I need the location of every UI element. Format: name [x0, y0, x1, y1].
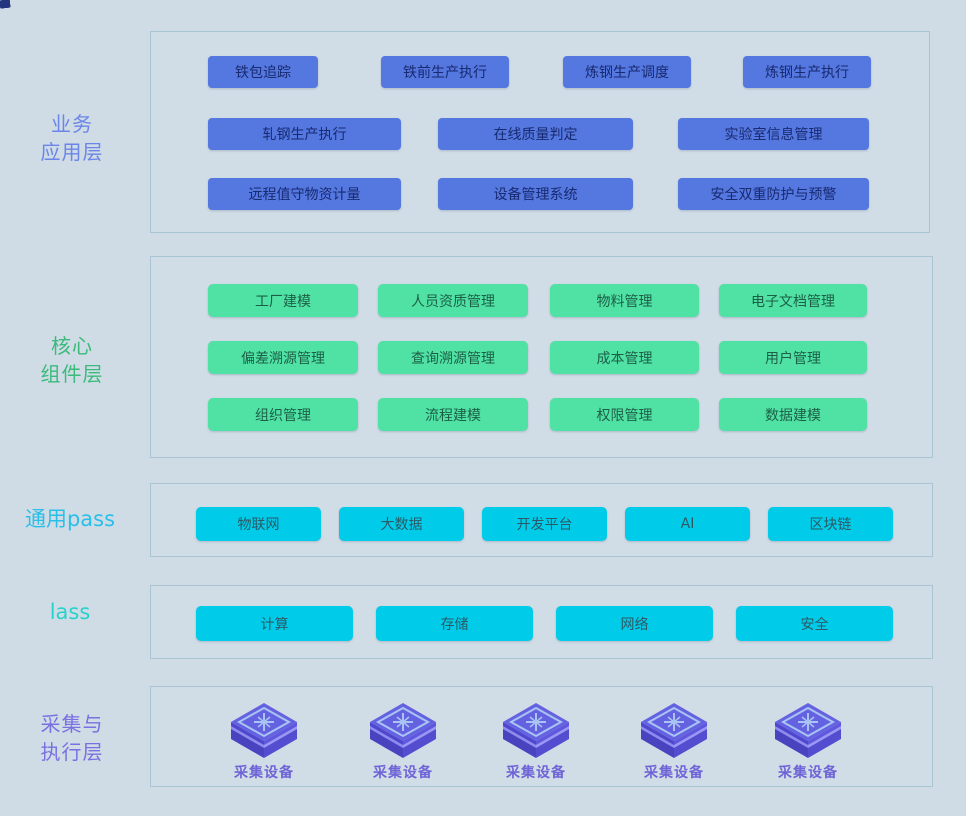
edge-decoration-mark — [0, 0, 11, 9]
business-app-chip[interactable]: 轧钢生产执行 — [208, 118, 401, 150]
paas-chip[interactable]: 区块链 — [768, 507, 893, 541]
business-app-chip[interactable]: 安全双重防护与预警 — [678, 178, 869, 210]
device-cube-icon — [231, 703, 297, 758]
paas-chip[interactable]: 物联网 — [196, 507, 321, 541]
layer-label-line: 通用pass — [24, 507, 116, 531]
iaas-chip[interactable]: 安全 — [736, 606, 893, 641]
core-component-chip[interactable]: 电子文档管理 — [719, 284, 867, 317]
paas-chip[interactable]: AI — [625, 507, 750, 541]
core-component-chip[interactable]: 偏差溯源管理 — [208, 341, 358, 374]
layer-label-line: 采集与 — [40, 712, 104, 736]
business-app-chip[interactable]: 实验室信息管理 — [678, 118, 869, 150]
device-cube-icon — [775, 703, 841, 758]
iaas-chip[interactable]: 网络 — [556, 606, 713, 641]
layer-label-line: 业务 — [51, 112, 93, 136]
core-component-chip[interactable]: 成本管理 — [550, 341, 699, 374]
panel-collection-execution: 采集设备 采集设备 采集设备 — [150, 686, 933, 787]
business-app-chip[interactable]: 铁前生产执行 — [381, 56, 509, 88]
layer-label-collect: 采集与 执行层 — [0, 710, 147, 766]
layer-label-line: 核心 — [51, 334, 93, 358]
business-app-chip[interactable]: 在线质量判定 — [438, 118, 633, 150]
collection-device: 采集设备 — [486, 701, 586, 782]
core-component-chip[interactable]: 数据建模 — [719, 398, 867, 431]
iaas-chip[interactable]: 计算 — [196, 606, 353, 641]
layer-label-line: 应用层 — [40, 140, 104, 164]
business-app-chip[interactable]: 炼钢生产调度 — [563, 56, 691, 88]
layer-label-line: lass — [49, 600, 91, 624]
panel-general-paas: 物联网大数据开发平台 AI 区块链 — [150, 483, 933, 557]
device-cube-icon — [370, 703, 436, 758]
core-component-chip[interactable]: 物料管理 — [550, 284, 699, 317]
core-component-chip[interactable]: 人员资质管理 — [378, 284, 528, 317]
device-label: 采集设备 — [373, 765, 433, 781]
layer-label-iaas: lass — [0, 598, 145, 627]
device-cube-icon — [641, 703, 707, 758]
layer-label-core: 核心 组件层 — [0, 332, 147, 388]
business-app-chip[interactable]: 炼钢生产执行 — [743, 56, 871, 88]
panel-business-application: 铁包追踪 铁前生产执行 炼钢生产调度 炼钢生产执行轧钢生产执行 在线质量判定 实验室信息管… — [150, 31, 930, 233]
layer-label-line: 执行层 — [40, 740, 104, 764]
device-label: 采集设备 — [506, 765, 566, 781]
core-component-chip[interactable]: 工厂建模 — [208, 284, 358, 317]
layer-label-paas: 通用pass — [0, 505, 145, 534]
core-component-chip[interactable]: 组织管理 — [208, 398, 358, 431]
device-label: 采集设备 — [644, 765, 704, 781]
core-component-chip[interactable]: 查询溯源管理 — [378, 341, 528, 374]
core-component-chip[interactable]: 流程建模 — [378, 398, 528, 431]
device-label: 采集设备 — [778, 765, 838, 781]
device-label: 采集设备 — [234, 765, 294, 781]
collection-device: 采集设备 — [353, 701, 453, 782]
layer-label-business: 业务 应用层 — [0, 110, 147, 166]
business-app-chip[interactable]: 远程值守物资计量 — [208, 178, 401, 210]
collection-device: 采集设备 — [214, 701, 314, 782]
collection-device: 采集设备 — [758, 701, 858, 782]
core-component-chip[interactable]: 用户管理 — [719, 341, 867, 374]
business-app-chip[interactable]: 设备管理系统 — [438, 178, 633, 210]
layer-label-line: 组件层 — [40, 362, 104, 386]
device-cube-icon — [503, 703, 569, 758]
iaas-chip[interactable]: 存储 — [376, 606, 533, 641]
collection-device: 采集设备 — [624, 701, 724, 782]
business-app-chip[interactable]: 铁包追踪 — [208, 56, 318, 88]
panel-core-components: 工厂建模人员资质管理物料管理电子文档管理偏差溯源管理查询溯源管理成本管理用户管理… — [150, 256, 933, 458]
core-component-chip[interactable]: 权限管理 — [550, 398, 699, 431]
paas-chip[interactable]: 开发平台 — [482, 507, 607, 541]
paas-chip[interactable]: 大数据 — [339, 507, 464, 541]
panel-iaas: 计算存储网络安全 — [150, 585, 933, 659]
